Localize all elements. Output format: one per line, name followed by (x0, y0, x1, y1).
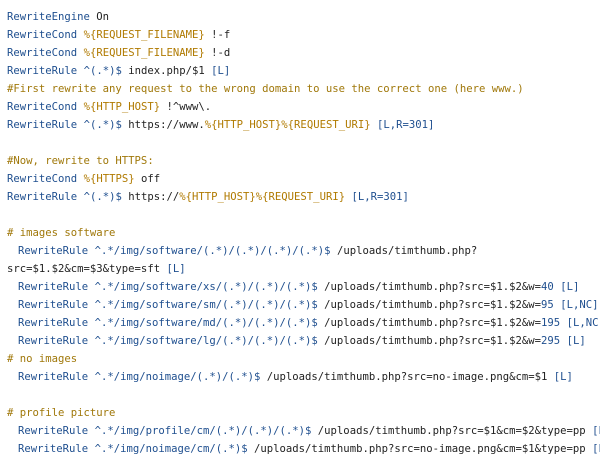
code-line: src=$1.$2&cm=$3&type=sft [L] (7, 262, 186, 276)
code-token: On (89, 11, 110, 23)
code-token: #Now, rewrite to HTTPS: (7, 155, 154, 167)
code-token: [L] (566, 335, 586, 347)
code-token: RewriteCond (7, 47, 78, 59)
code-token: https:// (121, 191, 180, 203)
code-line: RewriteRule ^.*/img/software/sm/(.*)/(.*… (18, 298, 598, 312)
code-token: ^.*/img/noimage/(.*)/(.*)$ (94, 371, 261, 383)
code-token: [L,R= (376, 119, 409, 131)
code-token: /uploads/timthumb.php?src=$1.$2&w= (317, 335, 542, 347)
code-token: [L] (592, 425, 600, 437)
code-token: /uploads/timthumb.php? (330, 245, 478, 257)
code-token: 301 (408, 119, 429, 131)
code-line: RewriteRule ^.*/img/noimage/(.*)/(.*)$ /… (18, 370, 573, 384)
code-token: !-f (204, 29, 231, 41)
code-token: [L,NC] (560, 299, 599, 311)
code-token: [L] (211, 65, 231, 77)
code-token: # profile picture (7, 407, 116, 419)
code-token: 301 (383, 191, 403, 203)
code-token: 195 (541, 317, 561, 329)
code-token: # no images (7, 353, 78, 365)
code-line: RewriteCond %{REQUEST_FILENAME} !-d (7, 46, 230, 60)
code-token: [L,R= (351, 191, 384, 203)
code-token: ^.*/img/software/xs/(.*)/(.*)/(.*)$ (94, 281, 318, 293)
code-line: # profile picture (7, 406, 115, 420)
code-token: ^.*/img/software/md/(.*)/(.*)/(.*)$ (94, 317, 318, 329)
code-token: ^.*/img/profile/cm/(.*)/(.*)/(.*)$ (94, 425, 312, 437)
code-token: ] (402, 191, 409, 203)
code-token: RewriteRule (18, 371, 89, 383)
code-token: RewriteEngine (7, 11, 90, 23)
code-token: src=$1.$2&cm=$3&type=sft (7, 263, 167, 275)
code-token: /uploads/timthumb.php?src=$1.$2&w= (317, 281, 542, 293)
code-token: RewriteRule (18, 299, 89, 311)
code-token: /uploads/timthumb.php?src=$1.$2&w= (317, 317, 542, 329)
code-token: %{HTTP_HOST}%{REQUEST_URI} (204, 119, 371, 131)
code-line: RewriteEngine On (7, 10, 109, 24)
code-line: # images software (7, 226, 115, 240)
code-line: RewriteCond %{HTTP_HOST} !^www\. (7, 100, 211, 114)
code-token: RewriteRule (18, 443, 89, 455)
code-token: /uploads/timthumb.php?src=no-image.png&c… (247, 443, 593, 455)
code-token: [L] (560, 281, 580, 293)
code-token: RewriteCond (7, 173, 78, 185)
code-token: !-d (204, 47, 231, 59)
code-token: ^(.*)$ (83, 65, 122, 77)
code-line: RewriteCond %{REQUEST_FILENAME} !-f (7, 28, 230, 42)
code-token: # images software (7, 227, 116, 239)
code-token: [L,NC] (566, 317, 600, 329)
code-line: RewriteRule ^.*/img/software/md/(.*)/(.*… (18, 316, 600, 330)
code-line: RewriteRule ^(.*)$ https://www.%{HTTP_HO… (7, 118, 434, 132)
code-token: ^.*/img/software/(.*)/(.*)/(.*)/(.*)$ (94, 245, 331, 257)
code-token: RewriteRule (18, 317, 89, 329)
code-token: https://www. (121, 119, 205, 131)
code-line: RewriteRule ^.*/img/profile/cm/(.*)/(.*)… (18, 424, 600, 438)
code-token: [L] (166, 263, 186, 275)
code-token: ^.*/img/software/lg/(.*)/(.*)/(.*)$ (94, 335, 318, 347)
code-line: #First rewrite any request to the wrong … (7, 82, 524, 96)
code-line: RewriteRule ^(.*)$ index.php/$1 [L] (7, 64, 230, 78)
code-token: #First rewrite any request to the wrong … (7, 83, 524, 95)
code-token: RewriteRule (7, 65, 78, 77)
code-token: /uploads/timthumb.php?src=$1.$2&w= (317, 299, 542, 311)
code-token: /uploads/timthumb.php?src=$1&cm=$2&type=… (311, 425, 593, 437)
code-token: %{HTTP_HOST} (83, 101, 161, 113)
code-token: off (134, 173, 161, 185)
code-line: RewriteRule ^.*/img/software/(.*)/(.*)/(… (18, 244, 477, 258)
code-token: !^www\. (160, 101, 212, 113)
code-token: [L] (592, 443, 600, 455)
code-token: /uploads/timthumb.php?src=no-image.png&c… (260, 371, 554, 383)
code-token: 40 (541, 281, 554, 293)
code-line: RewriteRule ^.*/img/software/lg/(.*)/(.*… (18, 334, 586, 348)
code-token: 295 (541, 335, 561, 347)
code-token: ^.*/img/software/sm/(.*)/(.*)/(.*)$ (94, 299, 318, 311)
code-line: RewriteCond %{HTTPS} off (7, 172, 160, 186)
code-token: RewriteCond (7, 29, 78, 41)
code-token: RewriteRule (18, 245, 89, 257)
code-token: ^(.*)$ (83, 119, 122, 131)
code-token: %{REQUEST_FILENAME} (83, 47, 205, 59)
code-line: #Now, rewrite to HTTPS: (7, 154, 154, 168)
code-token: [L] (553, 371, 573, 383)
code-token: ^(.*)$ (83, 191, 122, 203)
code-token: ^.*/img/noimage/cm/(.*)$ (94, 443, 248, 455)
code-token: ] (428, 119, 435, 131)
code-token: RewriteRule (18, 425, 89, 437)
code-token: RewriteRule (7, 119, 78, 131)
code-token: RewriteRule (7, 191, 78, 203)
code-token: RewriteRule (18, 335, 89, 347)
code-token: %{HTTPS} (83, 173, 135, 185)
code-token: %{HTTP_HOST}%{REQUEST_URI} (179, 191, 346, 203)
code-line: # no images (7, 352, 77, 366)
code-token: RewriteRule (18, 281, 89, 293)
code-token: index.php/$1 (121, 65, 212, 77)
code-token: %{REQUEST_FILENAME} (83, 29, 205, 41)
code-token: RewriteCond (7, 101, 78, 113)
code-line: RewriteRule ^(.*)$ https://%{HTTP_HOST}%… (7, 190, 409, 204)
code-line: RewriteRule ^.*/img/noimage/cm/(.*)$ /up… (18, 442, 600, 456)
code-token: 95 (541, 299, 554, 311)
code-line: RewriteRule ^.*/img/software/xs/(.*)/(.*… (18, 280, 579, 294)
